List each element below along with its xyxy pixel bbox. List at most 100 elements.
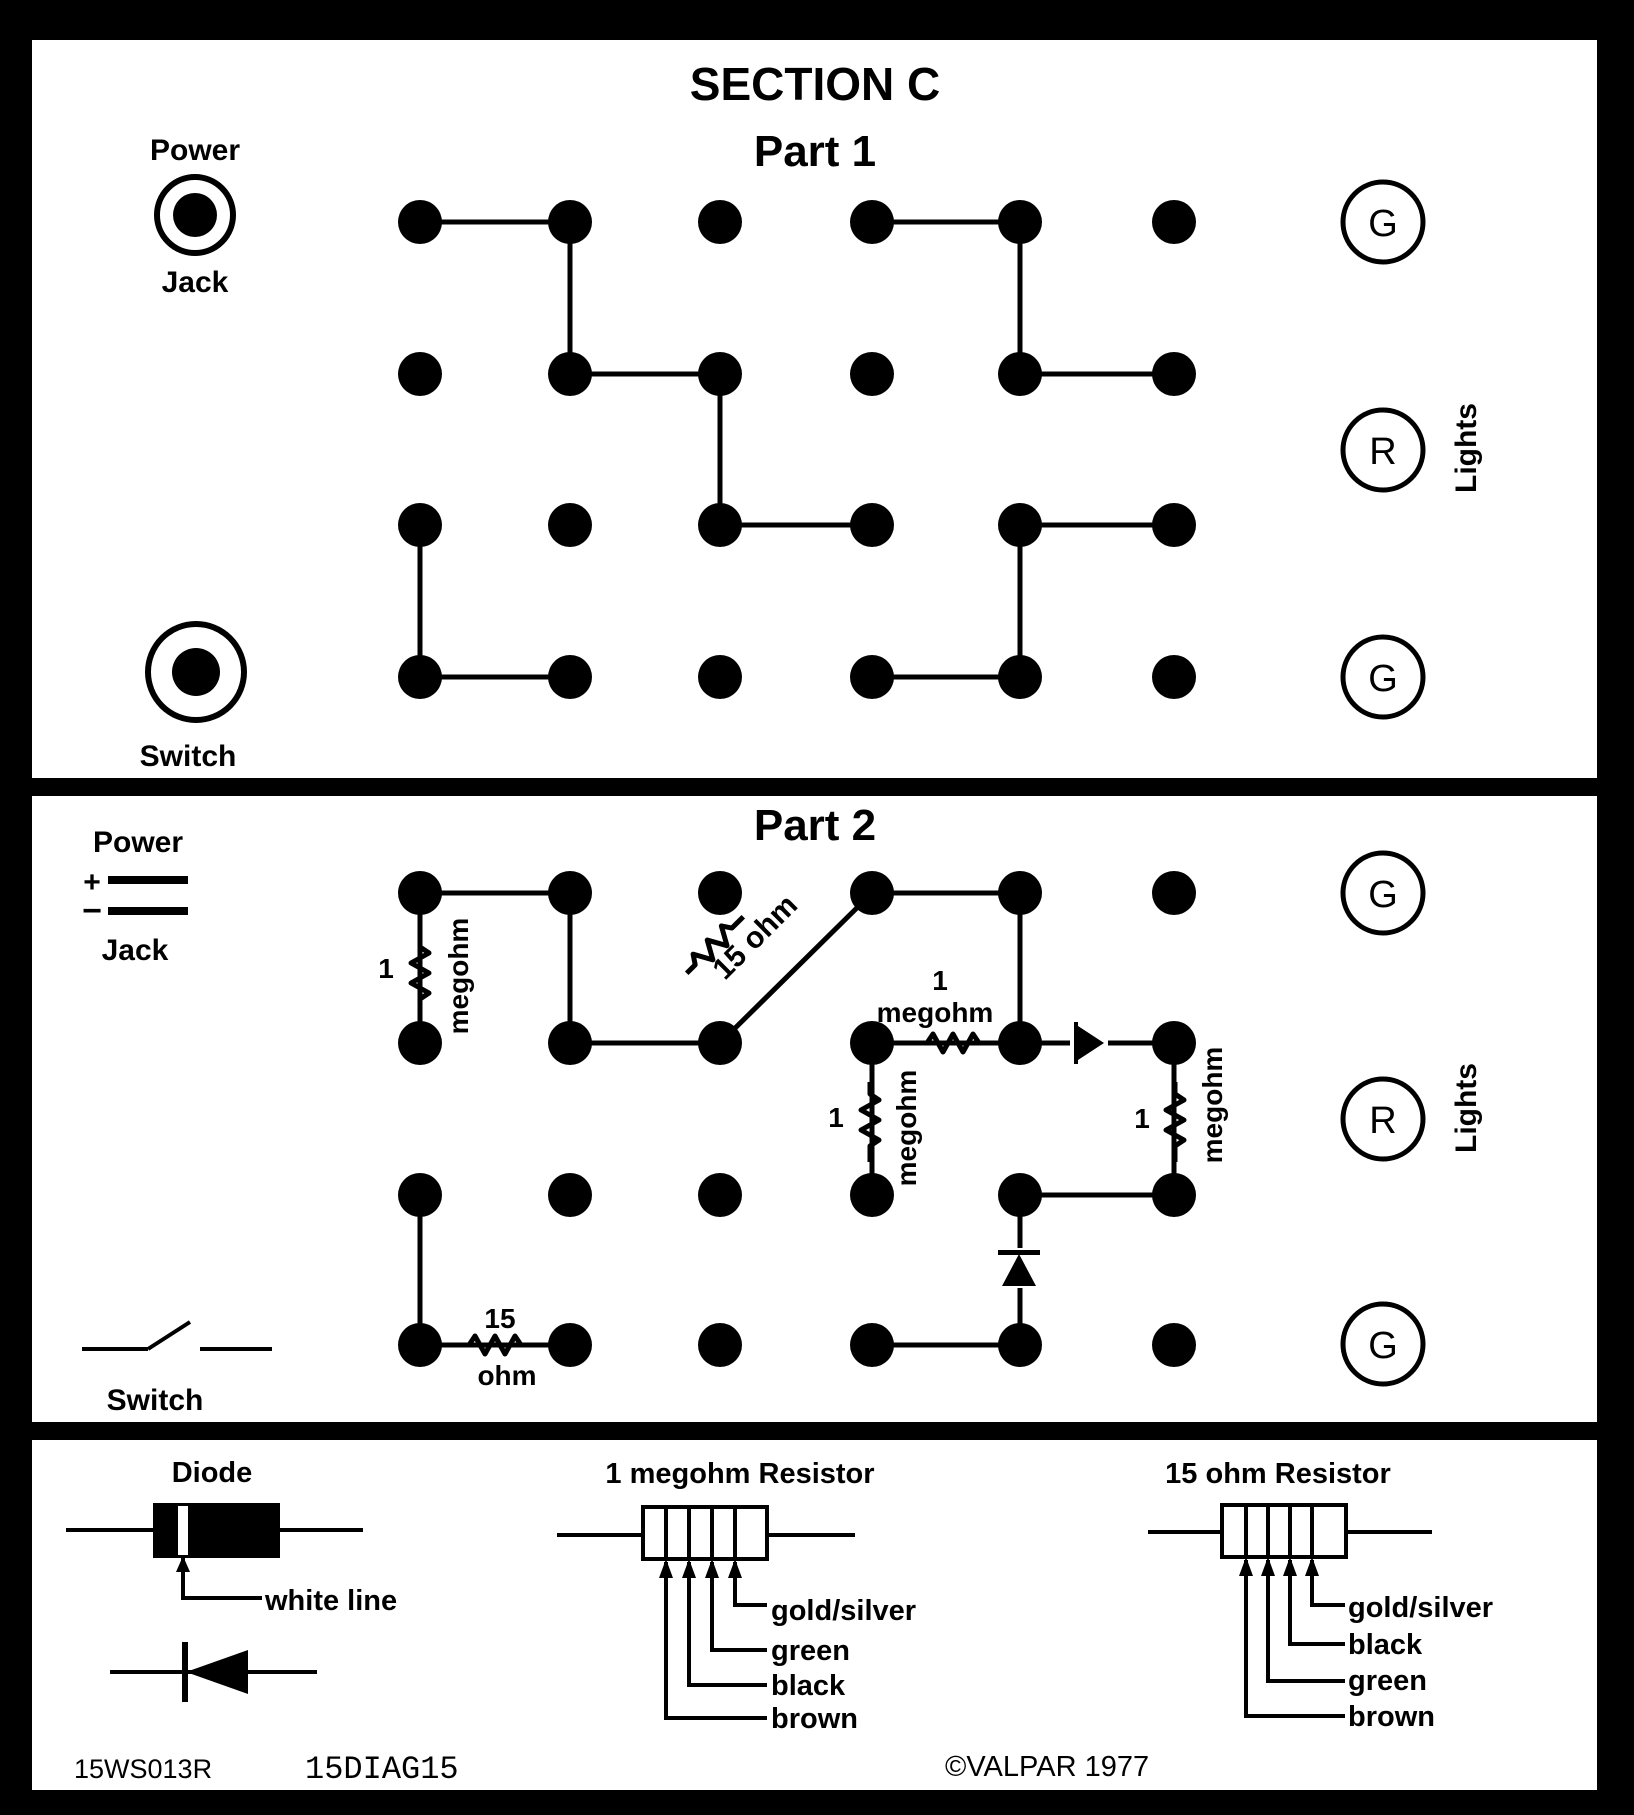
ohm-legend-title: 15 ohm Resistor: [1165, 1458, 1391, 1490]
megohm-band-label: black: [771, 1670, 846, 1702]
terminal-r4-c4[interactable]: [850, 1323, 894, 1367]
light-letter: G: [1368, 1325, 1398, 1367]
terminal-r3-c5[interactable]: [998, 1173, 1042, 1217]
part1-jack-label: Jack: [162, 266, 229, 299]
terminal-r2-c3[interactable]: [698, 1021, 742, 1065]
megohm-band-arrows: [659, 1559, 742, 1578]
switch-symbol-icon: [82, 1320, 272, 1351]
terminal-r1-c2[interactable]: [548, 200, 592, 244]
terminal-r2-c2[interactable]: [548, 352, 592, 396]
diode-symbol-icon: [110, 1642, 317, 1702]
terminal-r3-c3[interactable]: [698, 1173, 742, 1217]
terminal-r1-c4[interactable]: [850, 871, 894, 915]
resistor-label-unit: megohm: [891, 1070, 922, 1187]
terminal-r1-c1[interactable]: [398, 871, 442, 915]
battery-symbol-icon: [108, 876, 188, 915]
terminal-r1-c4[interactable]: [850, 200, 894, 244]
diode-legend-title: Diode: [172, 1457, 253, 1489]
legend-panel: [32, 1440, 1597, 1790]
footer-copyright: ©VALPAR 1977: [945, 1751, 1149, 1783]
terminal-r3-c6[interactable]: [1152, 503, 1196, 547]
terminal-r3-c4[interactable]: [850, 1173, 894, 1217]
part2-panel: [32, 796, 1597, 1422]
terminal-r3-c6[interactable]: [1152, 1173, 1196, 1217]
part1-light-red: R: [1340, 407, 1426, 493]
terminal-r2-c2[interactable]: [548, 1021, 592, 1065]
megohm-legend-title: 1 megohm Resistor: [605, 1458, 874, 1490]
terminal-r1-c3[interactable]: [698, 200, 742, 244]
terminal-r2-c1[interactable]: [398, 352, 442, 396]
terminal-r1-c2[interactable]: [548, 871, 592, 915]
switch-jack-icon[interactable]: [145, 621, 247, 723]
terminal-r4-c2[interactable]: [548, 655, 592, 699]
terminal-r3-c2[interactable]: [548, 1173, 592, 1217]
resistor-label-number: 1: [378, 953, 394, 984]
terminal-r2-c4[interactable]: [850, 352, 894, 396]
part1-light-green-top: G: [1340, 179, 1426, 265]
resistor-label-unit: ohm: [477, 1360, 536, 1391]
footer-code-1: 15WS013R: [74, 1754, 212, 1784]
part1-light-green-bottom: G: [1340, 634, 1426, 720]
terminal-r4-c4[interactable]: [850, 655, 894, 699]
part2-wires: [417, 890, 1177, 1348]
terminal-r1-c3[interactable]: [698, 871, 742, 915]
light-letter: G: [1368, 874, 1398, 916]
terminal-r2-c4[interactable]: [850, 1021, 894, 1065]
part2-power-label: Power: [93, 826, 183, 859]
white-line-label: white line: [264, 1585, 397, 1617]
terminal-r3-c1[interactable]: [398, 1173, 442, 1217]
terminal-r1-c6[interactable]: [1152, 200, 1196, 244]
terminal-r4-c5[interactable]: [998, 1323, 1042, 1367]
resistor-label-number: 1: [932, 965, 948, 996]
resistor-label-unit: megohm: [1197, 1047, 1228, 1164]
part2-light-red: R: [1340, 1076, 1426, 1162]
megohm-resistor-icon: [557, 1505, 855, 1720]
terminal-r4-c1[interactable]: [398, 655, 442, 699]
terminal-r4-c6[interactable]: [1152, 655, 1196, 699]
terminal-r4-c2[interactable]: [548, 1323, 592, 1367]
terminal-r2-c6[interactable]: [1152, 1021, 1196, 1065]
terminal-r1-c5[interactable]: [998, 871, 1042, 915]
terminal-r4-c1[interactable]: [398, 1323, 442, 1367]
terminal-r3-c1[interactable]: [398, 503, 442, 547]
terminal-r2-c1[interactable]: [398, 1021, 442, 1065]
resistor-label-unit: megohm: [443, 918, 474, 1035]
terminal-r4-c5[interactable]: [998, 655, 1042, 699]
terminal-r3-c5[interactable]: [998, 503, 1042, 547]
terminal-r1-c6[interactable]: [1152, 871, 1196, 915]
part2-light-green-bottom: G: [1340, 1301, 1426, 1387]
part1-terminals: [398, 200, 1196, 699]
ohm-band-label: gold/silver: [1348, 1592, 1493, 1624]
part2-light-green-top: G: [1340, 850, 1426, 936]
terminal-r4-c3[interactable]: [698, 655, 742, 699]
terminal-r2-c5[interactable]: [998, 1021, 1042, 1065]
terminal-r2-c3[interactable]: [698, 352, 742, 396]
diode-package-icon: [66, 1503, 363, 1600]
ohm-band-label: black: [1348, 1629, 1423, 1661]
resistor-label-number: 1: [828, 1102, 844, 1133]
resistor-label-number: 15: [484, 1303, 515, 1334]
part1-switch-label: Switch: [140, 740, 237, 773]
minus-sign: −: [82, 892, 102, 930]
light-letter: G: [1368, 203, 1398, 245]
terminal-r2-c5[interactable]: [998, 352, 1042, 396]
part1-lights-label: Lights: [1450, 403, 1483, 493]
terminal-r3-c2[interactable]: [548, 503, 592, 547]
terminal-r3-c4[interactable]: [850, 503, 894, 547]
terminal-r4-c6[interactable]: [1152, 1323, 1196, 1367]
light-letter: R: [1369, 1100, 1396, 1142]
part1-power-label: Power: [150, 134, 240, 167]
terminal-r2-c6[interactable]: [1152, 352, 1196, 396]
megohm-band-label: gold/silver: [771, 1595, 916, 1627]
terminal-r1-c1[interactable]: [398, 200, 442, 244]
footer-code-2: 15DIAG15: [305, 1751, 459, 1788]
megohm-band-label: green: [771, 1635, 850, 1667]
terminal-r1-c5[interactable]: [998, 200, 1042, 244]
section-title: SECTION C: [690, 58, 940, 110]
power-jack-icon[interactable]: [154, 174, 236, 256]
part1-wires: [417, 219, 1174, 680]
terminal-r3-c3[interactable]: [698, 503, 742, 547]
part2-terminals: [398, 871, 1196, 1367]
terminal-r4-c3[interactable]: [698, 1323, 742, 1367]
